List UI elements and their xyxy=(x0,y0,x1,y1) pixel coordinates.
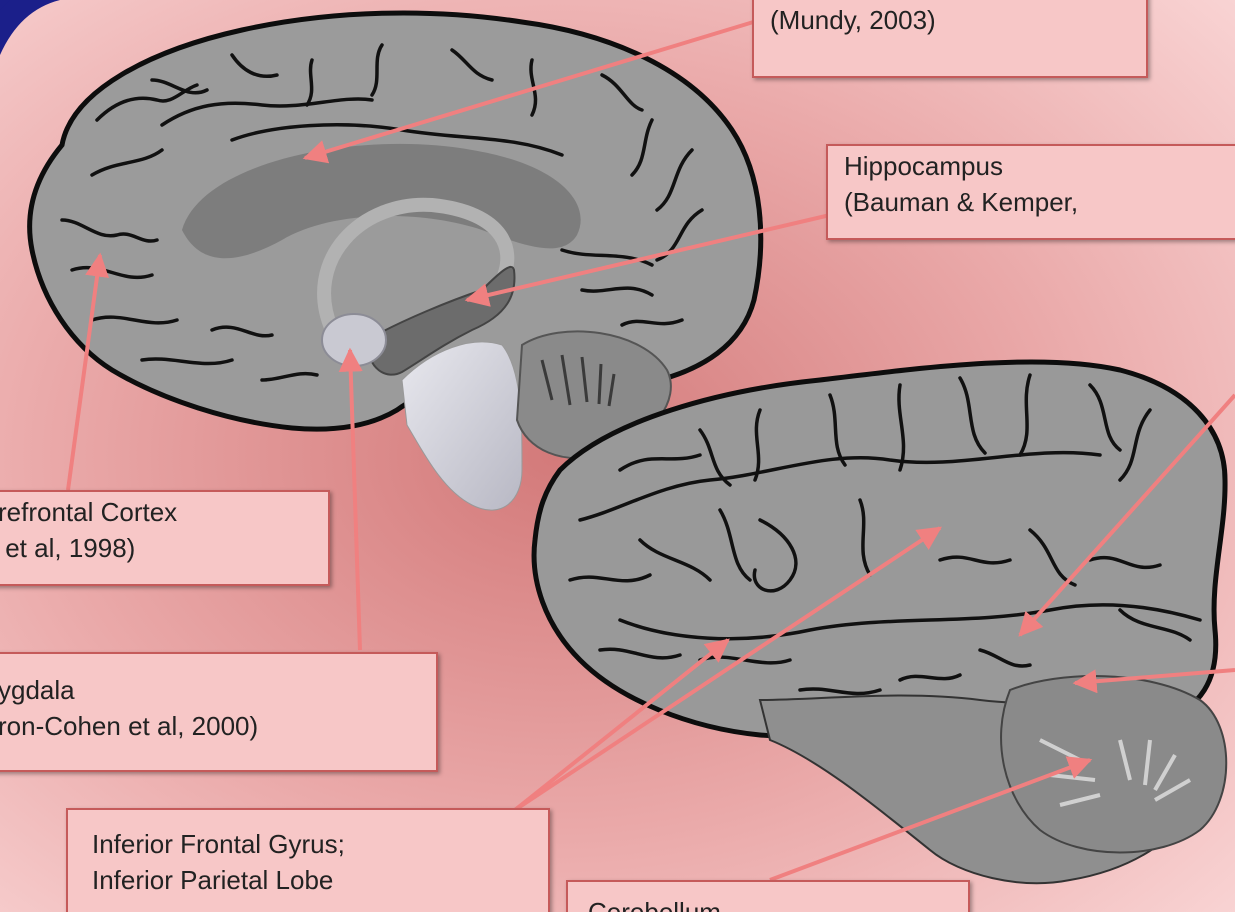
label-amygdala-line2: ron-Cohen et al, 2000) xyxy=(0,708,420,744)
label-prefrontal-line1: refrontal Cortex xyxy=(0,494,312,530)
label-cingulate: (Mundy, 2003) xyxy=(752,0,1148,78)
label-cingulate-line2: (Mundy, 2003) xyxy=(770,2,1130,38)
label-prefrontal: refrontal Cortex et al, 1998) xyxy=(0,490,330,586)
label-hippocampus: Hippocampus (Bauman & Kemper, xyxy=(826,144,1235,240)
label-amygdala: ygdala ron-Cohen et al, 2000) xyxy=(0,652,438,772)
label-hippocampus-line2: (Bauman & Kemper, xyxy=(844,184,1228,220)
label-parietal-lobe: Inferior Parietal Lobe xyxy=(92,862,524,898)
amygdala-structure xyxy=(322,314,386,366)
lateral-cerebellum xyxy=(1001,676,1226,852)
label-cerebellum-line1: Cerebellum xyxy=(588,894,948,912)
label-frontal-gyrus: Inferior Frontal Gyrus; xyxy=(92,826,524,862)
label-amygdala-line1: ygdala xyxy=(0,672,420,708)
label-hippocampus-line1: Hippocampus xyxy=(844,148,1228,184)
label-frontal-parietal: Inferior Frontal Gyrus; Inferior Parieta… xyxy=(66,808,550,912)
label-prefrontal-line2: et al, 1998) xyxy=(0,530,312,566)
label-cerebellum: Cerebellum xyxy=(566,880,970,912)
